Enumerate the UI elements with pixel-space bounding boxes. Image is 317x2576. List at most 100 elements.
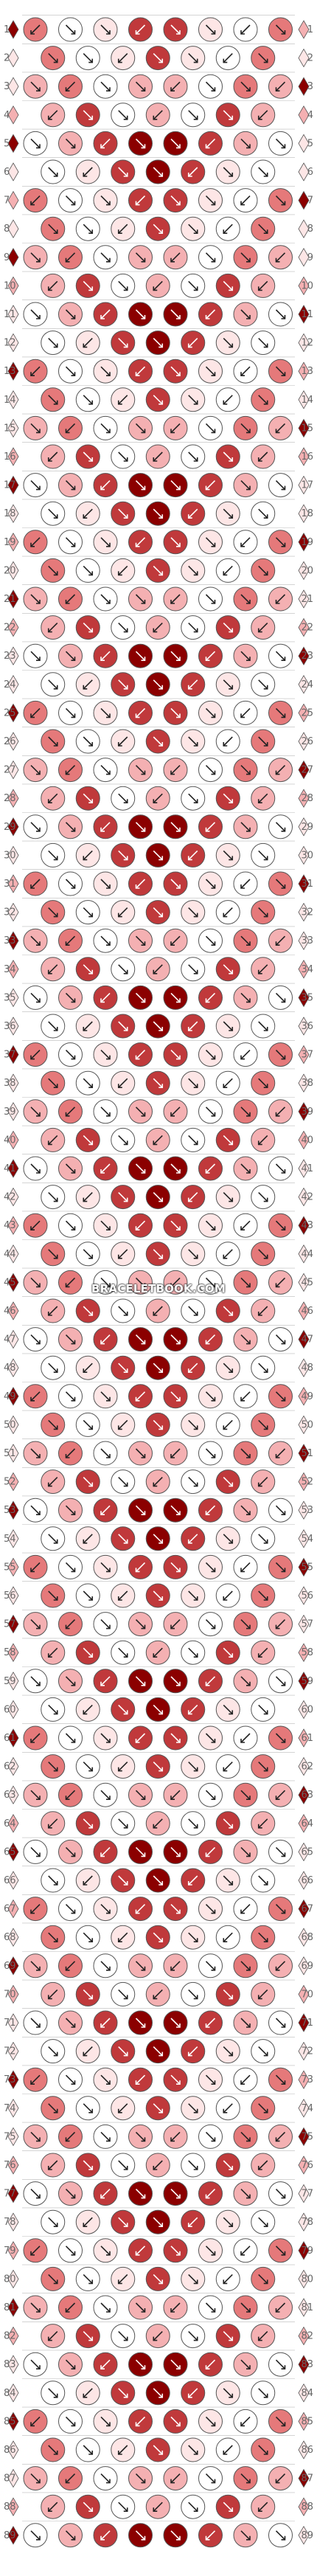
knot-arrow: [275, 879, 286, 889]
knot-arrow: [258, 1363, 268, 1373]
knot-arrow-head: [88, 628, 94, 633]
knot-arrow: [100, 1277, 111, 1287]
row-number-right: 50: [301, 1419, 313, 1430]
row-number-left: 46: [4, 1306, 16, 1317]
knot-arrow: [223, 1762, 233, 1772]
knot-arrow: [100, 2018, 111, 2028]
knot-arrow: [30, 2018, 41, 2028]
knot-arrow: [83, 1135, 93, 1145]
knot-arrow: [153, 850, 163, 860]
knot-arrow: [205, 822, 216, 832]
knot-arrow: [188, 1932, 198, 1942]
knot-arrow: [205, 81, 216, 91]
row-number-left: 78: [4, 2217, 16, 2228]
knot-arrow-head: [240, 2422, 245, 2427]
knot-arrow: [153, 793, 163, 803]
knot-arrow: [100, 24, 111, 35]
knot-arrow: [240, 1676, 251, 1686]
row-number-left: 57: [4, 1619, 16, 1630]
knot-arrow: [135, 992, 146, 1003]
knot-arrow: [100, 1904, 111, 1914]
knot-arrow-head: [193, 1254, 198, 1259]
knot-arrow: [135, 81, 146, 91]
knot-arrow-head: [100, 998, 105, 1003]
knot-arrow: [188, 110, 198, 120]
knot-arrow-head: [193, 628, 198, 633]
row-number-left: 39: [4, 1107, 16, 1118]
knot-arrow: [118, 2331, 128, 2341]
knot-arrow: [30, 1277, 41, 1287]
knot-arrow: [258, 565, 268, 575]
row-number-right: 74: [301, 2103, 313, 2114]
knot-arrow: [48, 1989, 58, 1999]
knot-arrow: [100, 366, 111, 376]
knot-arrow-head: [30, 201, 35, 206]
knot-arrow: [83, 1647, 93, 1658]
knot-arrow: [48, 850, 58, 860]
edge-thread: [298, 333, 310, 353]
row-number-right: 46: [301, 1306, 313, 1317]
edge-thread: [298, 1785, 310, 1804]
knot-arrow-head: [158, 1368, 164, 1373]
knot-arrow-head: [71, 542, 76, 547]
knot-arrow-head: [257, 286, 262, 291]
knot-arrow-head: [106, 2479, 111, 2484]
edge-thread: [7, 874, 19, 893]
knot-arrow: [240, 1391, 251, 1402]
knot-arrow-head: [176, 2194, 181, 2199]
knot-arrow: [83, 338, 93, 348]
knot-arrow: [100, 2074, 111, 2085]
row-number-right: 87: [301, 2473, 313, 2485]
knot-arrow-head: [257, 1824, 262, 1829]
knot-arrow-head: [36, 144, 41, 149]
knot-arrow-head: [229, 1197, 234, 1202]
row-number-right: 21: [301, 594, 313, 605]
edge-thread: [7, 1557, 19, 1577]
knot-arrow-head: [263, 229, 268, 235]
knot-arrow: [30, 1961, 41, 1971]
knot-arrow: [275, 1220, 286, 1230]
row-number-right: 77: [301, 2189, 313, 2200]
row-number-right: 9: [307, 252, 313, 263]
knot-arrow: [223, 1419, 233, 1430]
knot-arrow-head: [106, 2080, 111, 2085]
knot-arrow-head: [65, 941, 70, 946]
knot-arrow-head: [123, 1995, 128, 2000]
row-number-left: 2: [4, 53, 10, 64]
knot-arrow-head: [141, 1454, 146, 1458]
knot-arrow: [30, 1220, 41, 1230]
knot-arrow-head: [176, 1739, 181, 1743]
row-number-left: 33: [4, 935, 16, 946]
knot-arrow-head: [263, 173, 268, 177]
knot-arrow: [100, 81, 111, 91]
knot-arrow: [65, 822, 76, 832]
knot-arrow-head: [257, 2507, 262, 2512]
edge-thread: [7, 1700, 19, 1720]
knot-arrow-head: [257, 628, 262, 633]
knot-arrow: [223, 2445, 233, 2455]
knot-arrow: [240, 822, 251, 832]
knot-arrow: [275, 423, 286, 433]
row-number-right: 8: [307, 224, 313, 235]
knot-arrow-head: [240, 201, 245, 206]
knot-arrow: [65, 2246, 76, 2256]
row-number-left: 41: [4, 1163, 16, 1174]
knot-arrow-head: [123, 2507, 128, 2512]
edge-thread: [298, 418, 310, 438]
knot-arrow-head: [158, 1710, 164, 1715]
knot-arrow-head: [246, 770, 251, 775]
knot-arrow-head: [263, 913, 268, 918]
knot-arrow-head: [123, 343, 128, 348]
knot-arrow-head: [240, 542, 245, 547]
knot-arrow: [30, 1790, 41, 1800]
knot-arrow-head: [187, 2223, 192, 2227]
knot-arrow-head: [83, 1368, 88, 1373]
knot-arrow-head: [106, 30, 111, 35]
knot-arrow: [153, 2217, 163, 2227]
edge-thread: [7, 1159, 19, 1178]
knot-arrow-head: [193, 229, 198, 235]
knot-arrow-head: [257, 1995, 262, 2000]
knot-arrow: [258, 964, 268, 974]
row-number-right: 73: [301, 2074, 313, 2085]
knot-arrow: [223, 2331, 233, 2341]
